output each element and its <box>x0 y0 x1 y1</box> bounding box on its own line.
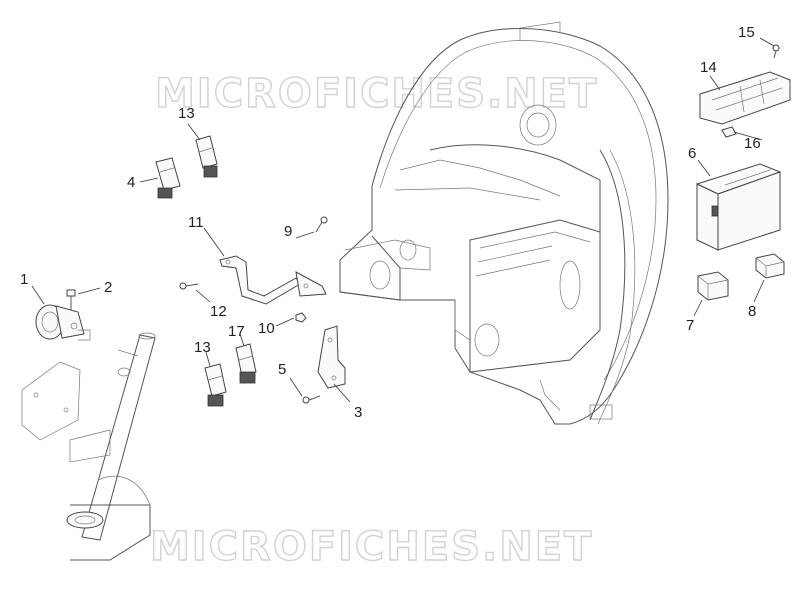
callout-4: 4 <box>127 174 135 191</box>
watermark-top: MICROFICHES.NET <box>155 71 598 117</box>
callout-15: 15 <box>738 24 755 41</box>
callout-16: 16 <box>744 135 761 152</box>
callout-14: 14 <box>700 59 717 76</box>
callout-12: 12 <box>210 303 227 320</box>
part-16-clip <box>721 126 737 138</box>
part-14-battery-cover <box>699 71 791 125</box>
callout-2: 2 <box>104 279 112 296</box>
part-5-screw <box>302 395 321 404</box>
watermark-bottom: MICROFICHES.NET <box>150 524 593 570</box>
part-13-relay-top <box>195 135 218 178</box>
part-7-fuse-block <box>697 271 729 301</box>
callout-7: 7 <box>686 317 694 334</box>
part-9-screw <box>315 216 328 233</box>
callout-5: 5 <box>278 361 286 378</box>
part-11-relay-bracket <box>219 255 327 305</box>
part-15-screw <box>772 44 780 59</box>
part-8-fuse-block <box>755 253 785 279</box>
callout-10: 10 <box>258 320 275 337</box>
part-10-nut <box>295 312 307 323</box>
leader-lines <box>31 37 775 403</box>
callout-13-bottom: 13 <box>194 339 211 356</box>
callout-1: 1 <box>20 271 28 288</box>
callout-8: 8 <box>748 303 756 320</box>
callout-3: 3 <box>354 404 362 421</box>
part-12-screw <box>179 282 199 290</box>
callout-17: 17 <box>228 323 245 340</box>
callout-13-top: 13 <box>178 105 195 122</box>
glovebox-compartment <box>339 21 669 425</box>
part-6-battery <box>695 163 782 251</box>
callout-6: 6 <box>688 145 696 162</box>
callout-11: 11 <box>188 214 204 231</box>
callout-labels: 1 2 3 4 5 6 7 8 9 10 11 12 13 13 14 15 1… <box>20 24 761 421</box>
frame-steering-tube <box>21 332 156 561</box>
part-17-relay <box>235 343 257 384</box>
callout-9: 9 <box>284 223 292 240</box>
part-4-relay <box>155 157 181 199</box>
part-1-horn <box>35 304 91 341</box>
part-2-screw <box>66 289 76 310</box>
part-3-bracket <box>317 325 346 389</box>
part-13-relay-bottom <box>204 363 227 407</box>
